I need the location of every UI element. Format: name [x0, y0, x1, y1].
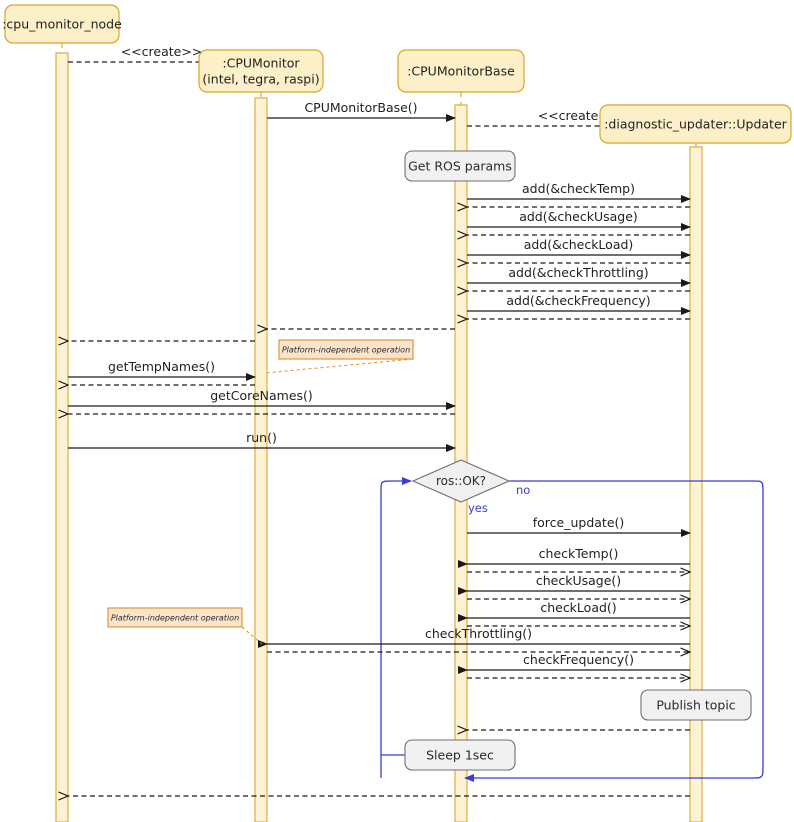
- message-m24: checkUsage(): [458, 573, 690, 595]
- message-label: add(&checkUsage): [519, 209, 638, 224]
- participant-header-group: :cpu_monitor_node :CPUMonitor(intel, tegr…: [2, 4, 792, 144]
- decision-label: ros::OK?: [436, 474, 486, 488]
- message-label: CPUMonitorBase(): [304, 100, 417, 115]
- activation-bar-node: [55, 52, 69, 822]
- message-label: add(&checkLoad): [524, 237, 634, 252]
- participant-monitor[interactable]: :CPUMonitor(intel, tegra, raspi): [198, 49, 324, 93]
- control-flow-group: [380, 477, 764, 782]
- branch-label-no: no: [516, 483, 530, 497]
- message-m4: add(&checkTemp): [467, 181, 691, 203]
- message-label: checkLoad(): [540, 600, 616, 615]
- participant-label-line: (intel, tegra, raspi): [202, 72, 319, 87]
- note-n1: Platform-independent operation: [264, 339, 414, 374]
- message-label: <<create>>: [121, 44, 203, 59]
- decision-node-ros-ok[interactable]: ros::OK?yes no: [411, 459, 530, 515]
- action-box-a3[interactable]: Sleep 1sec: [404, 739, 516, 771]
- message-m3: <<create>>: [467, 108, 690, 126]
- participant-label-line: :CPUMonitorBase: [407, 64, 515, 79]
- note-label: Platform-independent operation: [111, 614, 239, 623]
- participant-updater[interactable]: :diagnostic_updater::Updater: [599, 104, 792, 144]
- message-m2: CPUMonitorBase(): [267, 100, 456, 122]
- message-label: getTempNames(): [108, 359, 215, 374]
- participant-label-line: :CPUMonitor: [222, 56, 300, 71]
- branch-label-yes: yes: [468, 501, 488, 515]
- message-label: <<create>>: [538, 108, 620, 123]
- message-m21: force_update(): [467, 515, 691, 537]
- action-box-a1[interactable]: Get ROS params: [404, 150, 516, 182]
- message-m18: getCoreNames(): [68, 388, 456, 410]
- message-m16: getTempNames(): [68, 359, 256, 381]
- note-n2: Platform-independent operation: [107, 607, 263, 645]
- message-m10: add(&checkThrottling): [467, 265, 691, 287]
- participant-base[interactable]: :CPUMonitorBase: [397, 49, 525, 93]
- activation-bar-updater: [689, 146, 703, 822]
- message-m26: checkLoad(): [458, 600, 690, 622]
- message-label: getCoreNames(): [210, 388, 313, 403]
- message-label: checkThrottling(): [425, 626, 532, 641]
- message-label: checkUsage(): [536, 573, 621, 588]
- action-label: Sleep 1sec: [426, 748, 494, 763]
- decision-group: ros::OK?yes no: [411, 459, 530, 515]
- loop-exit-edge: [464, 480, 764, 782]
- message-group: <<create>> CPUMonitorBase() <<create>> add(…: [68, 44, 691, 796]
- message-label: add(&checkThrottling): [508, 265, 648, 280]
- message-label: add(&checkFrequency): [506, 293, 650, 308]
- message-m6: add(&checkUsage): [467, 209, 691, 231]
- participant-label-line: :diagnostic_updater::Updater: [604, 117, 787, 132]
- message-m8: add(&checkLoad): [467, 237, 691, 259]
- participant-label-line: :cpu_monitor_node: [2, 17, 122, 32]
- message-m12: add(&checkFrequency): [467, 293, 691, 315]
- action-label: Publish topic: [656, 698, 735, 713]
- note-label: Platform-independent operation: [282, 346, 410, 355]
- message-label: add(&checkTemp): [522, 181, 635, 196]
- note-group: Platform-independent operationPlatform-i…: [107, 339, 414, 645]
- activation-bar-monitor: [254, 97, 268, 822]
- loop-back-edge: [380, 477, 412, 778]
- action-box-a2[interactable]: Publish topic: [640, 689, 752, 721]
- participant-node[interactable]: :cpu_monitor_node: [2, 4, 122, 44]
- action-label: Get ROS params: [408, 159, 512, 174]
- message-m28: checkThrottling(): [258, 626, 690, 648]
- message-label: run(): [246, 430, 277, 445]
- message-m22: checkTemp(): [458, 546, 690, 568]
- message-label: force_update(): [533, 515, 625, 530]
- message-label: checkTemp(): [539, 546, 619, 561]
- message-label: checkFrequency(): [523, 652, 634, 667]
- message-m20: run(): [68, 430, 456, 452]
- message-m30: checkFrequency(): [458, 652, 690, 674]
